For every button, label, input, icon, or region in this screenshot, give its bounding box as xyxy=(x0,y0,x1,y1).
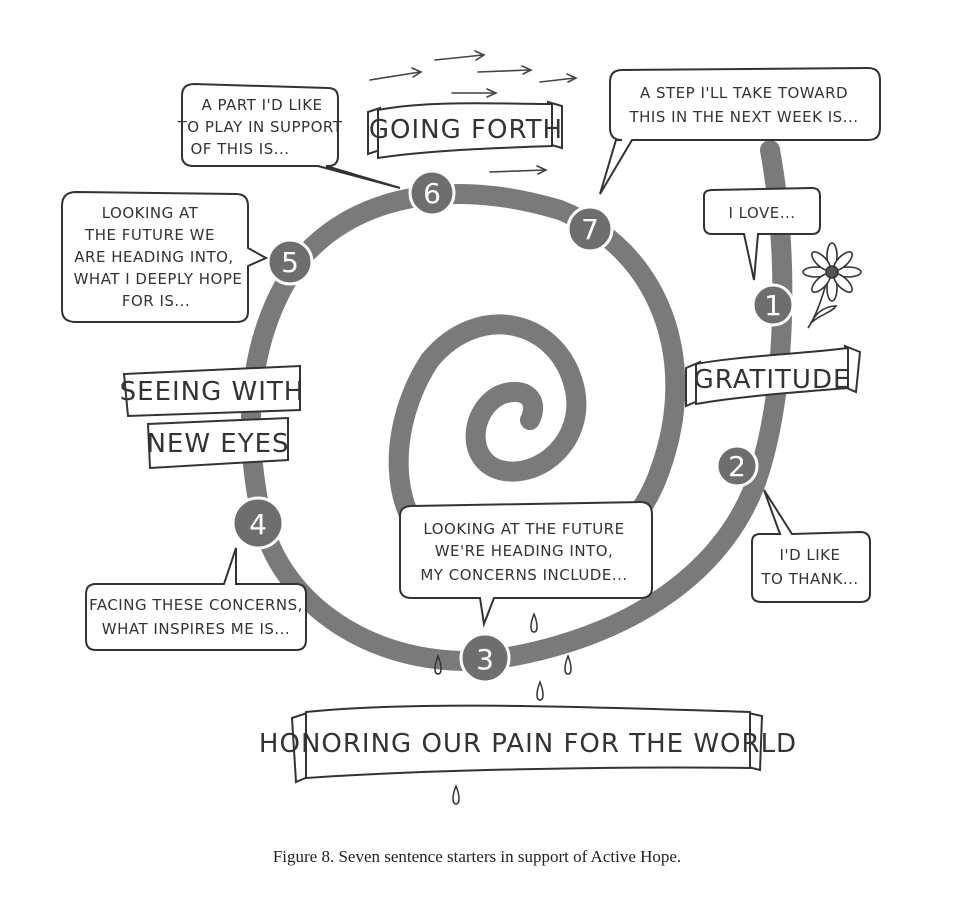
svg-text:GRATITUDE: GRATITUDE xyxy=(694,365,851,395)
banner-seeing-new-eyes: SEEING WITH NEW EYES xyxy=(120,364,305,470)
banner-going-forth: GOING FORTH xyxy=(367,100,563,160)
figure-caption: Figure 8. Seven sentence starters in sup… xyxy=(272,847,682,866)
step-6: 6 xyxy=(408,169,456,217)
svg-text:GOING FORTH: GOING FORTH xyxy=(369,115,563,145)
bubble-hope-line5: FOR IS... xyxy=(122,292,190,310)
bubble-concerns-line1: LOOKING AT THE FUTURE xyxy=(423,520,624,538)
bubble-part-line3: OF THIS IS... xyxy=(190,140,289,158)
flower-icon xyxy=(802,242,862,329)
bubble-thank-line1: I'D LIKE xyxy=(780,546,841,564)
teardrop-icons xyxy=(434,611,572,805)
bubble-concerns-line3: MY CONCERNS INCLUDE... xyxy=(420,566,627,584)
svg-text:4: 4 xyxy=(249,508,267,541)
step-3: 3 xyxy=(459,632,511,684)
bubble-step-line1: A STEP I'LL TAKE TOWARD xyxy=(640,84,848,102)
bubble-hope-line3: ARE HEADING INTO, xyxy=(74,248,233,266)
bubble-thank: I'D LIKE TO THANK... xyxy=(751,489,871,603)
step-7: 7 xyxy=(566,205,614,253)
bubble-concerns: LOOKING AT THE FUTURE WE'RE HEADING INTO… xyxy=(399,500,653,628)
motion-arrows xyxy=(369,50,578,175)
svg-text:6: 6 xyxy=(423,177,441,210)
bubble-hope: LOOKING AT THE FUTURE WE ARE HEADING INT… xyxy=(61,190,269,323)
banner-gratitude: GRATITUDE xyxy=(685,344,862,408)
bubble-step-line2: THIS IN THE NEXT WEEK IS... xyxy=(628,108,858,126)
svg-text:3: 3 xyxy=(476,643,494,676)
bubble-part-line2: TO PLAY IN SUPPORT xyxy=(177,118,343,136)
bubble-i-love-line: I LOVE... xyxy=(728,204,795,222)
step-1: 1 xyxy=(751,283,795,327)
bubble-part-line1: A PART I'D LIKE xyxy=(201,96,322,114)
banner-honoring: HONORING OUR PAIN FOR THE WORLD xyxy=(259,704,797,784)
bubble-step: A STEP I'LL TAKE TOWARD THIS IN THE NEXT… xyxy=(599,66,881,195)
bubble-i-love: I LOVE... xyxy=(703,186,821,281)
step-4: 4 xyxy=(231,496,285,550)
svg-text:7: 7 xyxy=(581,213,599,246)
bubble-inspires: FACING THESE CONCERNS, WHAT INSPIRES ME … xyxy=(85,547,307,651)
bubble-inspires-line2: WHAT INSPIRES ME IS... xyxy=(102,620,290,638)
bubble-inspires-line1: FACING THESE CONCERNS, xyxy=(89,596,303,614)
svg-text:SEEING WITH: SEEING WITH xyxy=(120,377,305,407)
bubble-concerns-line2: WE'RE HEADING INTO, xyxy=(435,542,614,560)
bubble-thank-line2: TO THANK... xyxy=(760,570,858,588)
bubble-part: A PART I'D LIKE TO PLAY IN SUPPORT OF TH… xyxy=(177,82,401,189)
step-5: 5 xyxy=(266,238,314,286)
svg-text:2: 2 xyxy=(728,450,746,483)
bubble-hope-line4: WHAT I DEEPLY HOPE xyxy=(74,270,243,288)
bubble-hope-line1: LOOKING AT xyxy=(102,204,199,222)
svg-text:5: 5 xyxy=(281,246,299,279)
svg-text:NEW EYES: NEW EYES xyxy=(146,429,289,459)
svg-text:HONORING OUR PAIN FOR THE WORL: HONORING OUR PAIN FOR THE WORLD xyxy=(259,729,797,759)
spiral-path xyxy=(241,140,793,671)
svg-text:1: 1 xyxy=(764,289,782,322)
step-2: 2 xyxy=(715,444,759,488)
bubble-hope-line2: THE FUTURE WE xyxy=(84,226,215,244)
